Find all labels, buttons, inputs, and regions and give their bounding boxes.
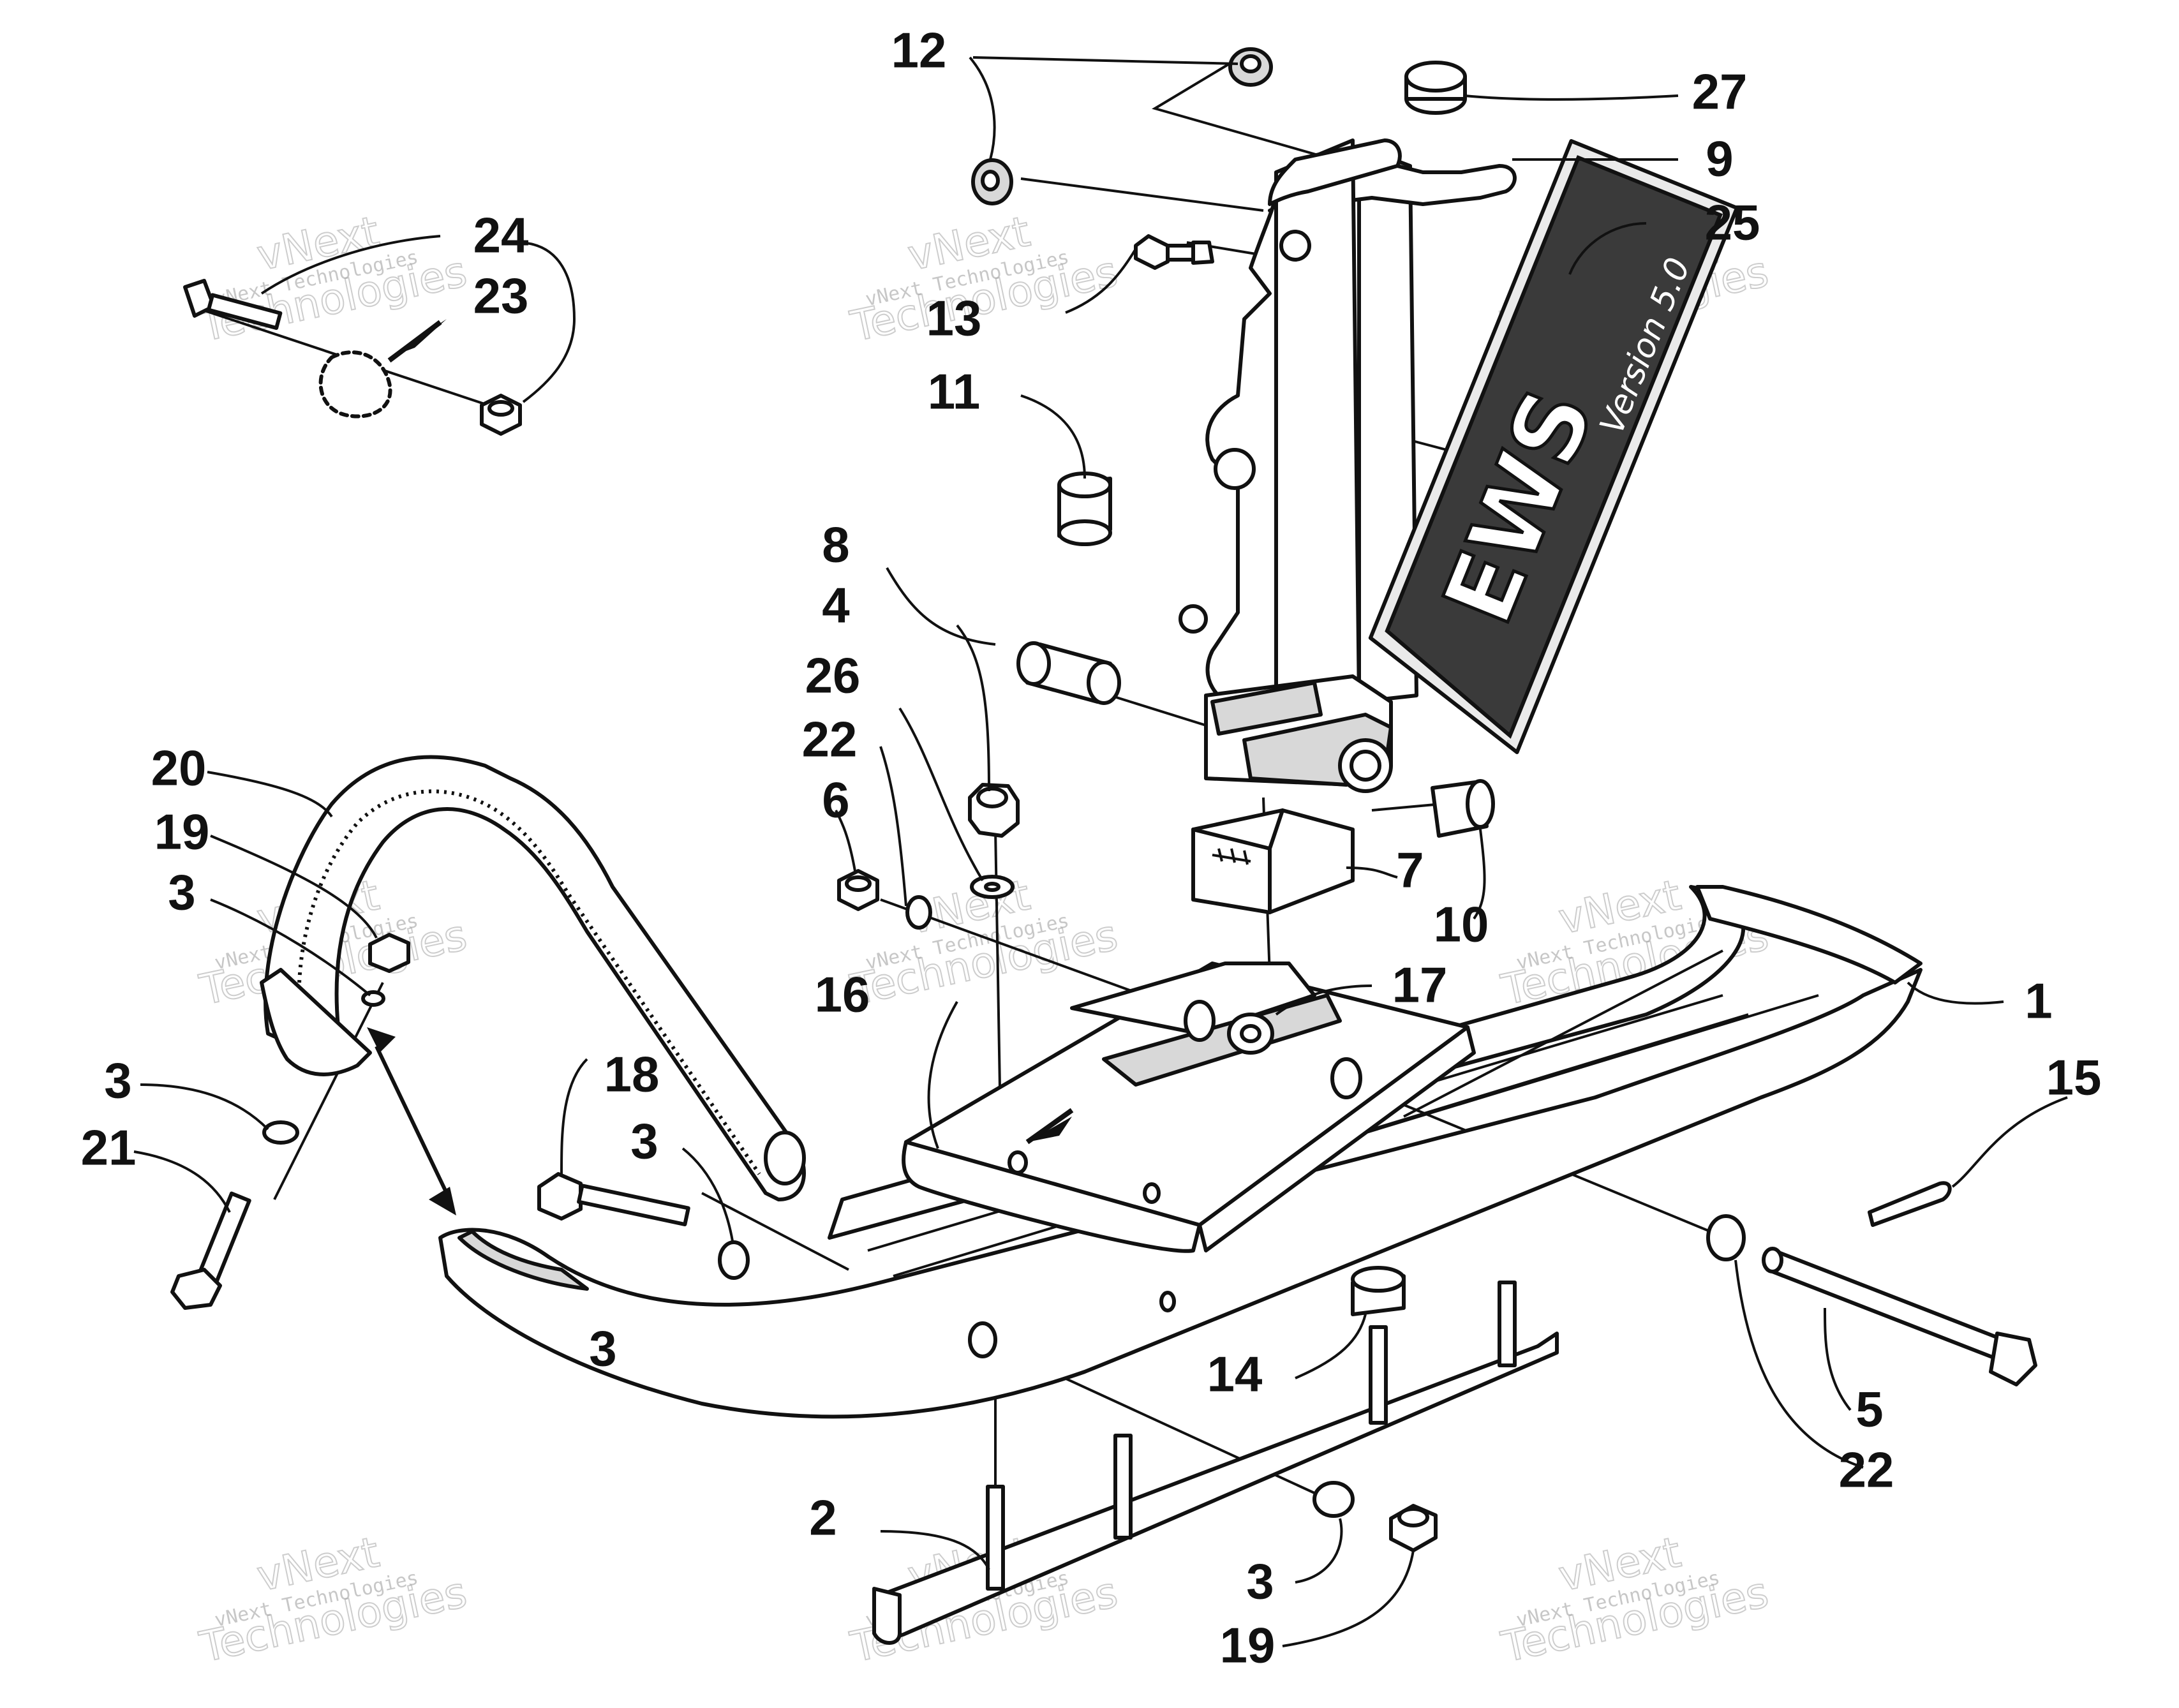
washer-22: [1706, 1214, 1746, 1261]
spacer-14: [1351, 1266, 1406, 1316]
grease-fitting-13: [1134, 234, 1214, 270]
callout-22: 22: [1839, 1442, 1894, 1498]
bushing-10: [1431, 779, 1495, 838]
callout-19: 19: [154, 804, 210, 860]
bolt-18: [537, 1172, 690, 1227]
nut-19: [368, 933, 410, 973]
grommet-12: [971, 158, 1013, 205]
callout-19: 19: [1220, 1617, 1275, 1674]
housing-grease-port: [1279, 230, 1311, 262]
saddle-hole: [1008, 1150, 1028, 1175]
callout-20: 20: [151, 740, 207, 796]
grommet-12: [1228, 47, 1273, 87]
cap-27: [1404, 61, 1467, 115]
callout-3: 3: [589, 1321, 616, 1377]
cotter-pin-15: [1868, 1181, 1952, 1227]
leader-lines: [133, 56, 2068, 1647]
watermark: Technologies vNext Technologies vNext: [195, 206, 472, 352]
callout-12: 12: [891, 22, 947, 78]
bracket-detail: [318, 350, 392, 419]
callout-16: 16: [815, 967, 870, 1023]
callout-13: 13: [926, 290, 982, 346]
sleeve-8: [1016, 641, 1121, 705]
callout-21: 21: [81, 1120, 137, 1176]
washer-26-hole: [984, 882, 1000, 892]
ski-loop: [260, 755, 806, 1201]
arrow-head: [429, 1187, 456, 1215]
bolt-21: [170, 1191, 251, 1310]
callout-24: 24: [473, 207, 529, 264]
spindle-housing: [1179, 138, 1517, 793]
callouts: 1 2 3 3 3 3 6 4 5 7 8 9 10 11 12 13 14 1…: [81, 22, 2102, 1674]
saddle-hole: [1184, 1000, 1216, 1042]
callout-23: 23: [473, 268, 529, 324]
nut-23: [480, 394, 522, 436]
callout-3: 3: [630, 1113, 658, 1170]
callout-27: 27: [1692, 64, 1748, 120]
arrow-head: [367, 1027, 396, 1053]
callout-22: 22: [802, 711, 858, 768]
housing-boss: [1214, 448, 1256, 490]
callout-6: 6: [822, 772, 849, 828]
washer-3: [262, 1120, 299, 1145]
washer-3: [718, 1240, 750, 1280]
callout-11: 11: [928, 364, 980, 420]
bolt-5: [1762, 1247, 2037, 1386]
washer-22: [905, 895, 932, 930]
washer-3: [361, 990, 385, 1007]
nut-19: [1389, 1504, 1438, 1552]
callout-15: 15: [2046, 1050, 2102, 1106]
ski-saddle: [902, 962, 1476, 1253]
callout-4: 4: [822, 577, 849, 634]
ski-hole: [1159, 1291, 1176, 1312]
callout-8: 8: [822, 517, 849, 573]
callout-1: 1: [2025, 973, 2052, 1029]
nut-6: [837, 869, 879, 911]
callout-5: 5: [1855, 1381, 1883, 1437]
callout-26: 26: [805, 648, 861, 704]
washer-17-hole: [1240, 1024, 1261, 1043]
saddle-hole: [1143, 1182, 1161, 1204]
ski-bolt-hole: [968, 1321, 997, 1358]
callout-2: 2: [809, 1490, 837, 1546]
callout-9: 9: [1706, 131, 1733, 187]
callout-25: 25: [1705, 195, 1760, 251]
washer-3: [1313, 1481, 1355, 1518]
housing-pivot-bore-inner: [1350, 750, 1381, 782]
callout-17: 17: [1392, 957, 1448, 1013]
watermark: Technologies vNext Technologies vNext: [195, 1527, 472, 1673]
bolt-24: [183, 279, 283, 330]
watermark: Technologies vNext Technologies vNext: [1496, 1527, 1773, 1673]
callout-10: 10: [1434, 896, 1489, 953]
loop-end-bore: [764, 1131, 806, 1185]
callout-3: 3: [168, 865, 195, 921]
callout-7: 7: [1396, 842, 1424, 898]
lock-nut-4: [968, 783, 1020, 838]
saddle-hole: [1330, 1057, 1362, 1099]
callout-3: 3: [104, 1053, 131, 1109]
wear-bar: [872, 1281, 1559, 1645]
housing-boss: [1179, 604, 1208, 634]
bushing-11: [1057, 472, 1112, 546]
callout-18: 18: [604, 1046, 660, 1103]
callout-14: 14: [1207, 1346, 1263, 1402]
callout-3: 3: [1246, 1554, 1274, 1610]
bumper-7: [1191, 808, 1355, 914]
